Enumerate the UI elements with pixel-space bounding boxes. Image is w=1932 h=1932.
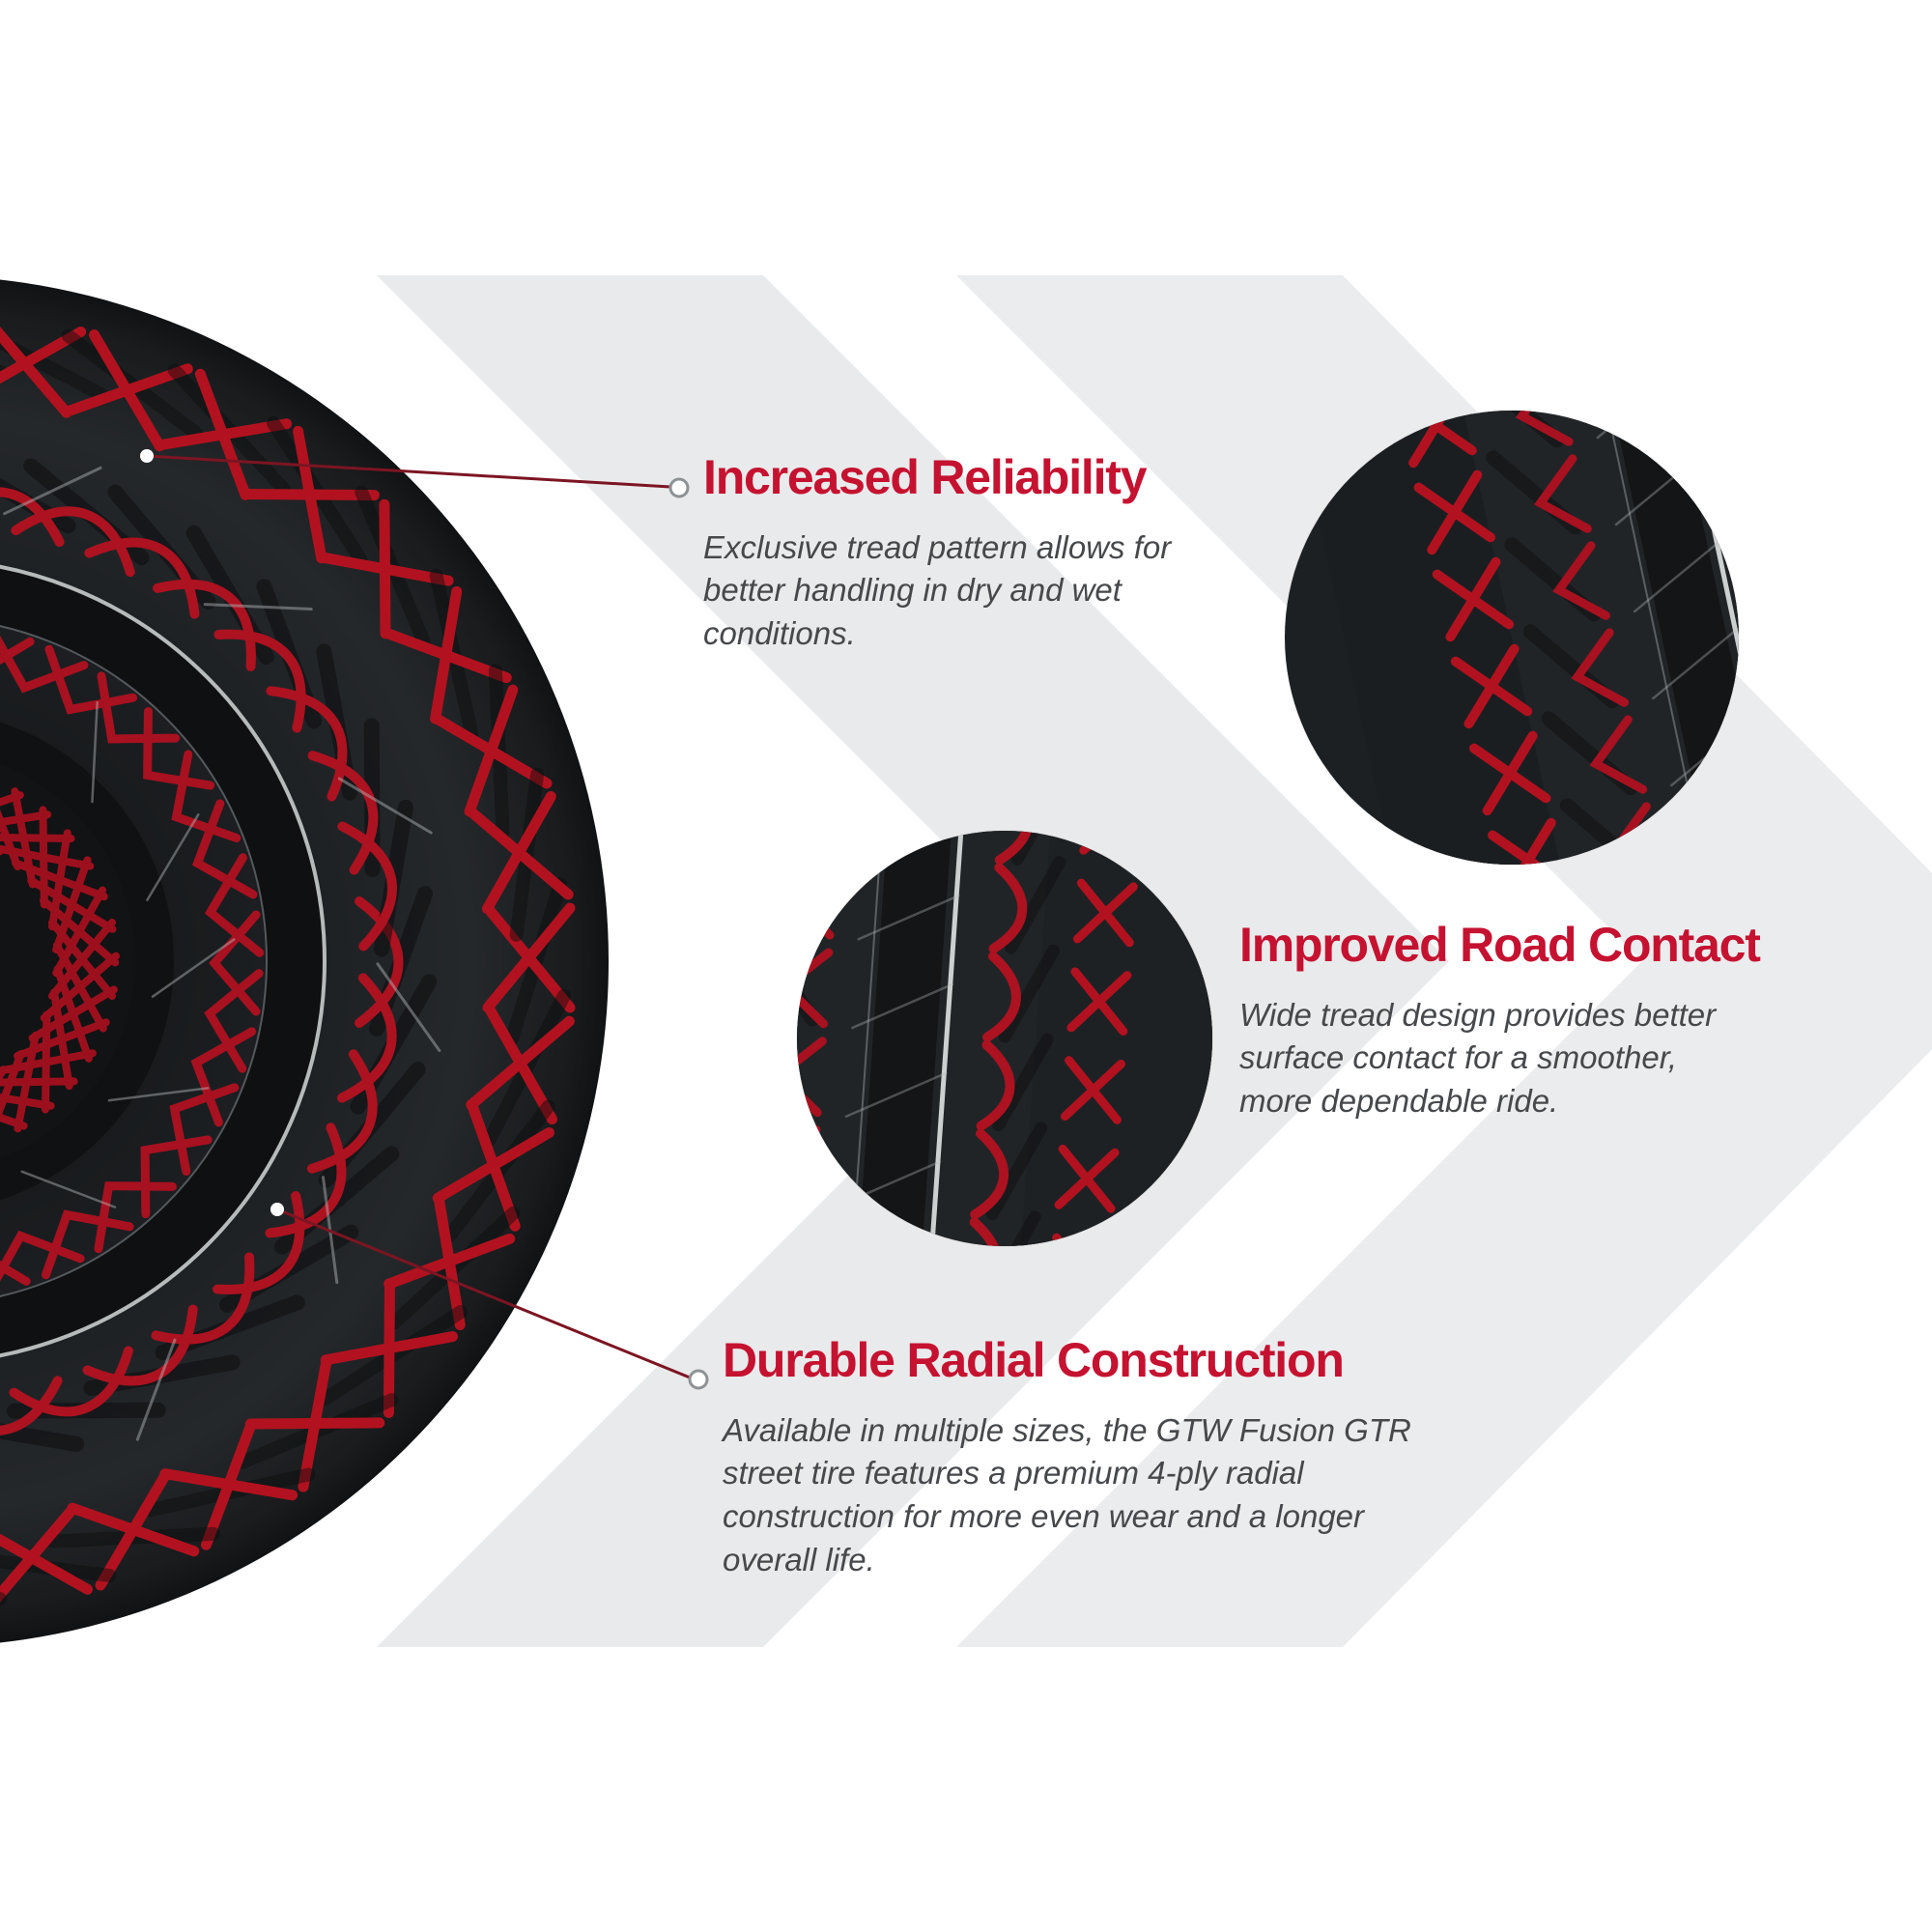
tire-photo: [0, 275, 609, 1647]
tread-closeup-middle: [797, 831, 1212, 1246]
tire-white-stripe: [0, 564, 327, 1358]
callout-title: Durable Radial Construction: [723, 1333, 1345, 1387]
callout-body: Wide tread design provides better surfac…: [1239, 996, 1717, 1120]
tread-closeup-top: [1285, 411, 1739, 865]
callout-body: Available in multiple sizes, the GTW Fus…: [723, 1411, 1411, 1578]
callout-durable-radial-construction: Durable Radial Construction Available in…: [723, 1335, 1495, 1582]
callout-increased-reliability: Increased Reliability Exclusive tread pa…: [703, 452, 1283, 656]
chevron-shape-left: [377, 275, 1449, 1647]
callout-body: Exclusive tread pattern allows for bette…: [703, 528, 1172, 652]
tire-center-rib: [0, 565, 326, 1357]
callout-title: Increased Reliability: [703, 450, 1148, 504]
callout-title: Improved Road Contact: [1239, 918, 1761, 972]
callout-improved-road-contact: Improved Road Contact Wide tread design …: [1239, 920, 1838, 1123]
